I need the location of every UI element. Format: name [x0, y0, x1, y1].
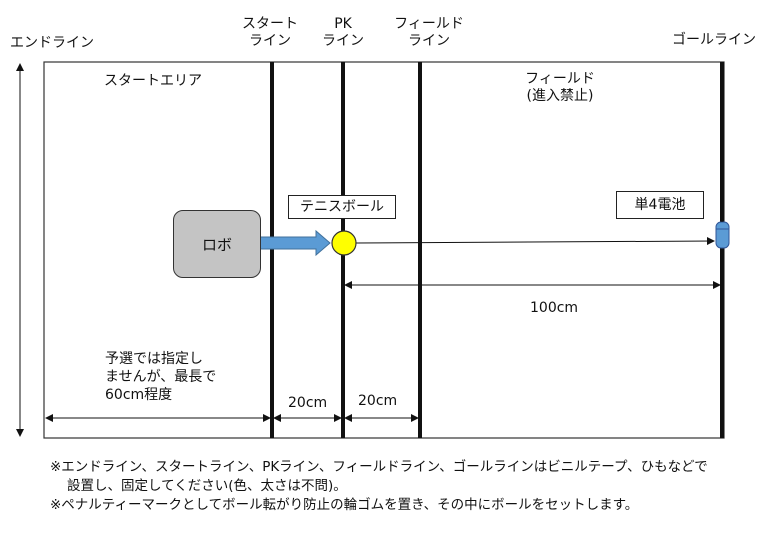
end-line-label: エンドライン: [10, 35, 94, 51]
start-pk-label: 20cm: [288, 395, 328, 411]
start-line-label: スタート ライン: [242, 16, 298, 49]
pk-line-label: PK ライン: [322, 16, 364, 49]
battery: [715, 221, 730, 249]
push-arrow: [259, 229, 331, 257]
note-line: ※ペナルティーマークとしてボール転がり防止の輪ゴムを置き、その中にボールをセット…: [50, 497, 639, 513]
note-line: 設置し、固定してください(色、太さは不問)。: [67, 478, 347, 494]
trajectory-arrow: [355, 237, 715, 246]
field-area-label: フィールド (進入禁止): [525, 71, 595, 104]
field-line-label: フィールド ライン: [394, 16, 464, 49]
notes: ※エンドライン、スタートライン、PKライン、フィールドライン、ゴールラインはビニ…: [50, 458, 708, 515]
robot: ロボ: [173, 210, 261, 278]
start-area-label: スタートエリア: [104, 73, 202, 89]
start-area-note: 予選では指定し ませんが、最長で 60cm程度: [105, 351, 217, 403]
distance-100-label: 100cm: [530, 300, 579, 316]
goal-line-label: ゴールライン: [672, 32, 756, 48]
pk-field-label: 20cm: [358, 393, 398, 409]
note-line: ※エンドライン、スタートライン、PKライン、フィールドライン、ゴールラインはビニ…: [50, 459, 708, 475]
battery-callout: 単4電池: [616, 191, 704, 219]
tennis-ball-callout: テニスボール: [288, 195, 396, 219]
tennis-ball: [331, 230, 357, 256]
